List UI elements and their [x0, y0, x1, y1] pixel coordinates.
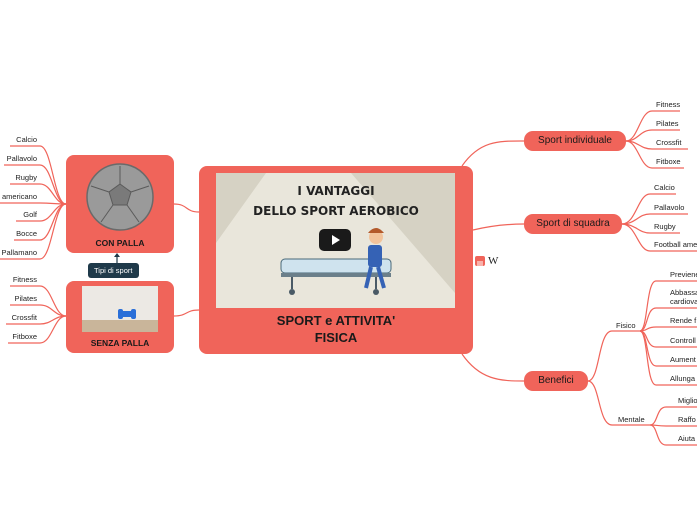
topic-benefici[interactable]: Benefici — [524, 371, 588, 391]
video-title-line1: I VANTAGGI — [297, 184, 374, 198]
branch-fisico[interactable]: Fisico — [616, 321, 636, 330]
leaf-cardiova[interactable]: cardiova — [670, 297, 697, 306]
arrow-up-icon — [114, 253, 120, 263]
leaf-previene[interactable]: Previene — [670, 270, 697, 279]
leaf-crossfit-individuale[interactable]: Crossfit — [656, 138, 682, 147]
dumbbell-image — [82, 286, 158, 332]
soccer-ball-image — [86, 163, 154, 231]
play-icon[interactable] — [319, 229, 351, 251]
central-title-line2: FISICA — [314, 330, 358, 345]
leaf-abbassa[interactable]: Abbassa — [670, 288, 697, 297]
wikipedia-icon[interactable]: W — [488, 255, 499, 267]
leaf-allunga[interactable]: Allunga — [670, 374, 696, 383]
leaf-calcio[interactable]: Calcio — [16, 135, 37, 144]
leaf-fitboxe-individuale[interactable]: Fitboxe — [656, 157, 681, 166]
video-thumbnail[interactable]: I VANTAGGI DELLO SPORT AEROBICO — [216, 173, 455, 308]
leaf-football-squadra[interactable]: Football ame — [654, 240, 697, 249]
leaf-miglio[interactable]: Miglio — [678, 396, 697, 405]
senza-palla-label: SENZA PALLA — [90, 338, 150, 348]
leaf-americano[interactable]: americano — [1, 192, 37, 201]
leaf-fitness-individuale[interactable]: Fitness — [656, 100, 681, 109]
notes-icon[interactable] — [475, 256, 485, 267]
leaf-aument[interactable]: Aument — [670, 355, 696, 364]
leaf-pilates-individuale[interactable]: Pilates — [656, 119, 679, 128]
leaf-pallavolo[interactable]: Pallavolo — [6, 154, 37, 163]
leaf-controll[interactable]: Controll — [670, 336, 696, 345]
central-topic[interactable]: I VANTAGGI DELLO SPORT AEROBICO SPORT e … — [199, 166, 473, 354]
leaf-golf[interactable]: Golf — [23, 210, 37, 219]
topic-sport-individuale[interactable]: Sport individuale — [524, 131, 626, 151]
leaf-pallamano[interactable]: Pallamano — [1, 248, 37, 257]
leaf-pilates[interactable]: Pilates — [14, 294, 37, 303]
relationship-tooltip: Tipi di sport — [88, 263, 139, 278]
senza-palla-topic[interactable]: SENZA PALLA — [66, 281, 174, 353]
leaf-fitboxe[interactable]: Fitboxe — [12, 332, 37, 341]
leaf-raffo[interactable]: Raffo — [678, 415, 696, 424]
con-palla-topic[interactable]: CON PALLA — [66, 155, 174, 253]
con-palla-label: CON PALLA — [95, 238, 145, 248]
leaf-calcio-squadra[interactable]: Calcio — [654, 183, 675, 192]
leaf-pallavolo-squadra[interactable]: Pallavolo — [654, 203, 685, 212]
central-title-line1: SPORT e ATTIVITA' — [276, 313, 396, 328]
video-title-line2: DELLO SPORT AEROBICO — [253, 204, 419, 218]
leaf-fitness[interactable]: Fitness — [12, 275, 37, 284]
leaf-bocce[interactable]: Bocce — [16, 229, 37, 238]
leaf-rugby[interactable]: Rugby — [15, 173, 37, 182]
branch-mentale[interactable]: Mentale — [618, 415, 645, 424]
topic-sport-di-squadra[interactable]: Sport di squadra — [524, 214, 622, 234]
leaf-rende[interactable]: Rende f — [670, 316, 697, 325]
leaf-rugby-squadra[interactable]: Rugby — [654, 222, 676, 231]
leaf-aiuta[interactable]: Aiuta — [678, 434, 696, 443]
central-title: SPORT e ATTIVITA' FISICA — [199, 312, 473, 346]
leaf-crossfit[interactable]: Crossfit — [11, 313, 37, 322]
